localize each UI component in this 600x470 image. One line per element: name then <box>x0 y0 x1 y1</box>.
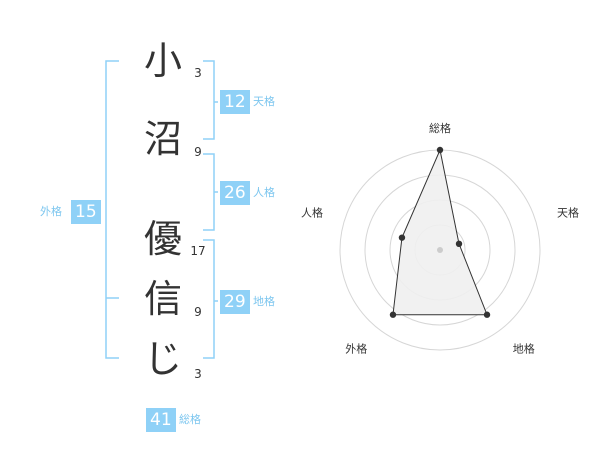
radar-axis-label-2: 天格 <box>557 205 579 219</box>
tenkaku-value: 12 <box>220 90 250 114</box>
radar-axis-label-5: 人格 <box>301 205 323 219</box>
radar-point-5 <box>398 234 406 241</box>
radar-points <box>389 146 491 318</box>
radar-point-3 <box>483 311 491 318</box>
radar-axis-label-4: 外格 <box>345 342 367 356</box>
gaikaku-label: 外格 <box>40 205 62 218</box>
jinkaku-label: 人格 <box>253 186 275 199</box>
name-char-5: じ <box>143 337 182 381</box>
radar-point-4 <box>389 311 397 318</box>
stroke-count-1: 3 <box>194 66 202 80</box>
radar-center-dot <box>437 247 443 253</box>
name-char-4: 信 <box>143 277 182 321</box>
jinkaku-value: 26 <box>220 181 250 205</box>
tenkaku-label: 天格 <box>253 95 275 108</box>
stroke-count-4: 9 <box>194 305 202 319</box>
soukaku-value: 41 <box>146 408 176 432</box>
stroke-count-2: 9 <box>194 145 202 159</box>
radar-point-1 <box>436 146 444 154</box>
stroke-count-3: 17 <box>190 244 206 258</box>
soukaku-label: 総格 <box>179 413 201 426</box>
chikaku-value: 29 <box>220 290 250 314</box>
chikaku-label: 地格 <box>253 295 275 308</box>
name-char-2: 沼 <box>143 117 182 161</box>
name-char-1: 小 <box>143 39 182 83</box>
stroke-count-5: 3 <box>194 367 202 381</box>
radar-point-2 <box>455 240 463 248</box>
gaikaku-value: 15 <box>71 200 101 224</box>
radar-data-area <box>392 148 488 316</box>
radar-axis-label-3: 地格 <box>513 342 535 356</box>
radar-axis-label-1: 総格 <box>429 121 451 135</box>
name-char-3: 優 <box>143 217 182 261</box>
